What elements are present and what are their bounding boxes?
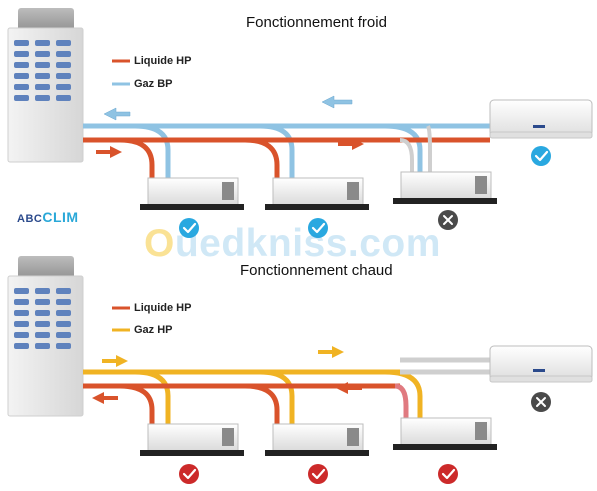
legend-liquid-hp-label: Liquide HP (134, 55, 192, 67)
check-icon (308, 464, 328, 484)
cassette-unit (140, 177, 244, 210)
outdoor-unit-cooling (7, 8, 84, 163)
watermark-prefix: O (144, 222, 175, 265)
flow-arrows-cooling (96, 95, 364, 158)
heating-section (7, 256, 593, 484)
cassette-unit (393, 171, 497, 204)
cassette-unit (393, 417, 497, 450)
outdoor-unit-heating (7, 256, 84, 417)
check-icon (531, 146, 551, 166)
gas-bp-pipe (83, 123, 490, 190)
flow-arrows-heating (92, 346, 362, 404)
watermark-text: uedkniss.com (174, 222, 441, 265)
liquid-hp-pipe (83, 137, 490, 190)
outdoor-unit-grille (14, 40, 71, 101)
cassette-unit (140, 423, 244, 456)
legend-liquid-hp-label: Liquide HP (134, 302, 192, 314)
legend-gaz-bp-label: Gaz BP (134, 78, 173, 90)
check-icon (438, 464, 458, 484)
cross-icon (531, 392, 551, 412)
check-icon (179, 218, 199, 238)
heating-title: Fonctionnement chaud (240, 262, 393, 279)
check-icon (308, 218, 328, 238)
idle-branch-cooling (399, 125, 432, 190)
check-icon (179, 464, 199, 484)
brand-logo-part1: ABC (17, 213, 43, 225)
cassette-unit (265, 177, 369, 210)
brand-logo: ABCCLIM (17, 209, 79, 225)
brand-logo-part2: CLIM (42, 209, 79, 225)
gas-hp-pipe (83, 369, 423, 432)
cassette-unit (265, 423, 369, 456)
watermark: Ouedkniss.com (144, 222, 441, 266)
wall-split-unit (489, 345, 593, 383)
idle-branch-heating (400, 357, 490, 375)
outdoor-unit-grille (14, 288, 71, 349)
cooling-title: Fonctionnement froid (246, 14, 387, 31)
liquid-hp-branch (394, 383, 409, 432)
legend-gaz-hp-label: Gaz HP (134, 324, 173, 336)
cooling-section (7, 8, 593, 238)
cross-icon (438, 210, 458, 230)
wall-split-unit (489, 99, 593, 139)
